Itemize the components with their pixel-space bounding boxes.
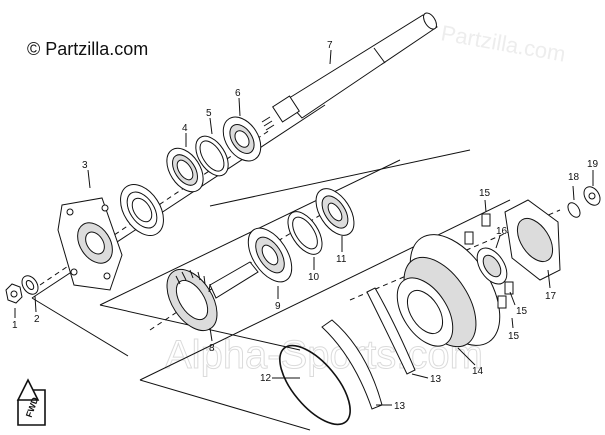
housing-flange-3	[57, 197, 123, 291]
shim-13b	[321, 319, 383, 410]
callout-15-bottom: 15	[508, 331, 520, 342]
callout-16: 16	[496, 226, 508, 237]
shim-13a	[366, 287, 416, 375]
bearing-11	[315, 188, 355, 236]
nut-1	[5, 283, 23, 304]
callout-14: 14	[472, 366, 484, 377]
callout-10: 10	[308, 272, 320, 283]
ring-5	[195, 135, 229, 177]
bearing-4	[166, 147, 204, 193]
pinion-gear-8	[166, 261, 259, 332]
callout-19: 19	[587, 159, 599, 170]
shaft-part	[261, 12, 438, 131]
watermark-partzilla: Partzilla.com	[439, 20, 567, 66]
seal-16	[476, 247, 508, 285]
washer-18	[567, 202, 581, 218]
nut-19	[583, 186, 601, 206]
ring-gear-14	[396, 234, 501, 348]
callout-5: 5	[206, 108, 212, 119]
group-outline-lower	[99, 159, 511, 431]
copyright-text: © Partzilla.com	[27, 39, 148, 59]
bolts-15	[464, 213, 514, 309]
ring-10	[287, 211, 323, 255]
callout-12: 12	[260, 373, 272, 384]
callout-11: 11	[336, 254, 347, 265]
cover-17	[504, 199, 561, 281]
forward-direction-arrow-icon: FWD	[16, 378, 46, 426]
callout-17: 17	[545, 291, 557, 302]
callout-8: 8	[209, 343, 215, 354]
callout-1: 1	[12, 320, 18, 331]
o-ring-12	[279, 344, 351, 426]
callout-labels: 1 2 3 4 5 6 7 8 9 10 11 12 13 13 14 15 1…	[12, 40, 599, 412]
callout-3: 3	[82, 160, 88, 171]
washer-2	[21, 275, 39, 295]
callout-18: 18	[568, 172, 580, 183]
leader-lines	[14, 49, 594, 406]
callout-15-top: 15	[479, 188, 491, 199]
bearing-9	[247, 227, 293, 283]
callout-6: 6	[235, 88, 241, 99]
callout-13-lower: 13	[394, 401, 406, 412]
callout-2: 2	[34, 314, 40, 325]
oil-seal	[120, 184, 164, 236]
callout-7: 7	[327, 40, 333, 51]
bearing-6	[222, 116, 262, 162]
callout-9: 9	[275, 301, 281, 312]
callout-15-middle: 15	[516, 306, 528, 317]
callout-13-upper: 13	[430, 374, 442, 385]
callout-4: 4	[182, 123, 188, 134]
